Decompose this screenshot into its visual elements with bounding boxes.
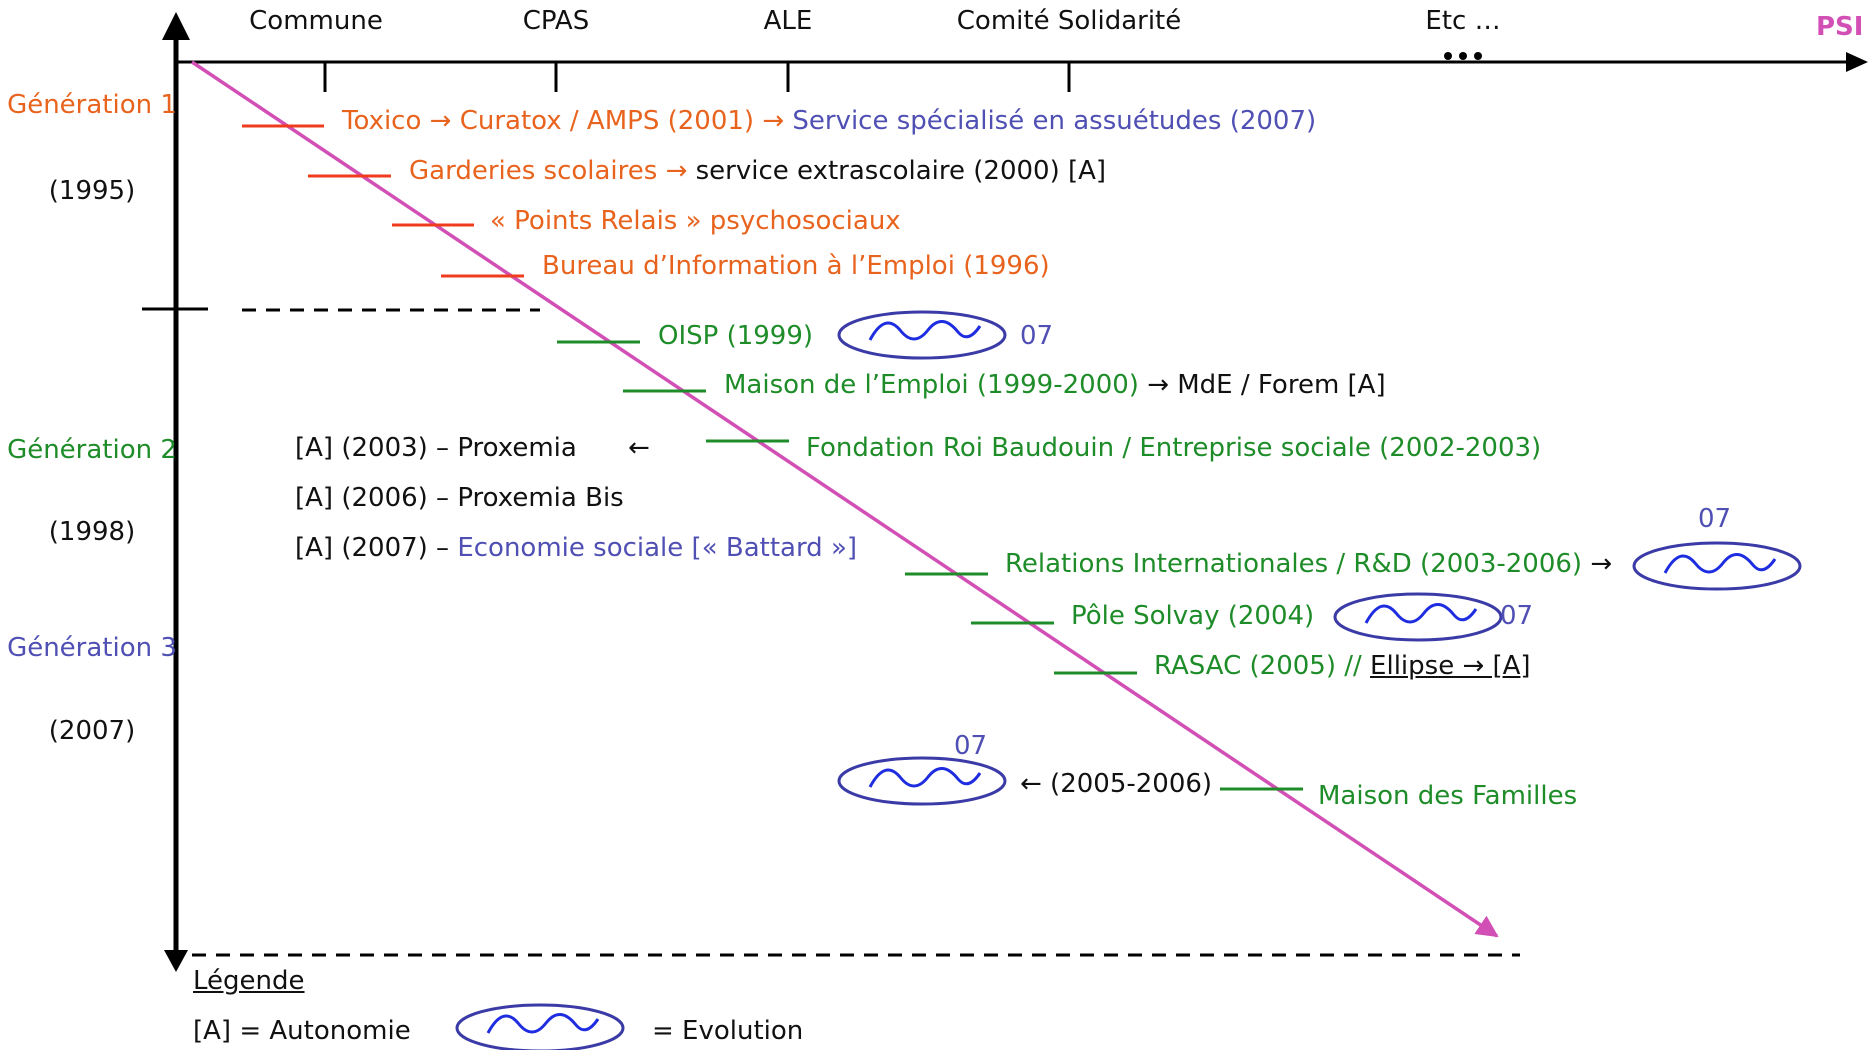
item-fondation: Fondation Roi Baudouin / Entreprise soci… [806, 433, 1542, 463]
item-maison-emploi-forem: → MdE / Forem [A] [1147, 370, 1386, 400]
generation-2-label: Génération 2 [7, 435, 177, 465]
generation-3-label: Génération 3 [7, 633, 177, 663]
psi-label: PSI [1816, 12, 1864, 42]
axis-label-cpas: CPAS [522, 6, 590, 36]
item-economie-label: Economie sociale [« Battard »] [457, 533, 858, 563]
horizontal-axis-arrow [1846, 52, 1868, 72]
item-toxico: Toxico → Curatox / AMPS (2001) → Service… [342, 106, 1316, 136]
legend-title: Légende [193, 966, 305, 996]
etc-dot [1459, 52, 1467, 60]
axis-label-commune: Commune [249, 6, 383, 36]
evolution-marker-oisp: 07 [1020, 321, 1054, 351]
item-toxico-path: Toxico → Curatox / AMPS (2001) → [342, 106, 793, 136]
vertical-axis-top-arrow [162, 12, 190, 40]
axis-label-comite: Comité Solidarité [956, 6, 1182, 36]
evolution-marker-relations: 07 [1698, 504, 1732, 534]
item-maison-familles-arrow: ← (2005-2006) [1020, 769, 1213, 799]
generation-1-label: Génération 1 [7, 90, 177, 120]
item-relations-label: Relations Internationales / R&D (2003-20… [1005, 549, 1591, 579]
axis-label-ale: ALE [763, 6, 813, 36]
evolution-ellipse-maison-familles [837, 756, 1007, 806]
item-proxemia-arrow: ← [628, 433, 650, 463]
item-garderies: Garderies scolaires → service extrascola… [409, 156, 1106, 186]
item-rasac-label: RASAC (2005) // [1154, 651, 1371, 681]
item-proxemia: [A] (2003) – Proxemia [295, 433, 577, 463]
item-maison-emploi: Maison de l’Emploi (1999-2000) → MdE / F… [724, 370, 1386, 400]
generation-1-year: (1995) [48, 176, 136, 206]
generation-3-year: (2007) [48, 716, 136, 746]
item-proxemia-bis: [A] (2006) – Proxemia Bis [295, 483, 624, 513]
evolution-marker-maison-familles: 07 [954, 731, 988, 761]
item-relations-arrow: → [1590, 549, 1613, 579]
item-economie-prefix: [A] (2007) – [295, 533, 458, 563]
generation-2-year: (1998) [48, 517, 136, 547]
item-bureau: Bureau d’Information à l’Emploi (1996) [542, 251, 1050, 281]
item-toxico-service: Service spécialisé en assuétudes (2007) [792, 106, 1317, 136]
item-oisp: OISP (1999) [658, 321, 814, 351]
item-relations: Relations Internationales / R&D (2003-20… [1005, 549, 1612, 579]
item-rasac: RASAC (2005) // Ellipse → [A] [1154, 651, 1531, 681]
item-maison-familles: Maison des Familles [1318, 781, 1578, 811]
item-garderies-path: Garderies scolaires → [409, 156, 696, 186]
item-pole-solvay: Pôle Solvay (2004) [1071, 601, 1315, 631]
legend-evolution: = Evolution [652, 1016, 804, 1046]
item-garderies-service: service extrascolaire (2000) [A] [695, 156, 1107, 186]
etc-dot [1474, 52, 1482, 60]
item-rasac-ellipse: Ellipse → [A] [1370, 651, 1531, 681]
evolution-ellipse-relations [1632, 541, 1802, 591]
item-points-relais: « Points Relais » psychosociaux [490, 206, 901, 236]
axis-label-etc: Etc … [1425, 6, 1501, 36]
item-maison-emploi-label: Maison de l’Emploi (1999-2000) [724, 370, 1148, 400]
item-economie: [A] (2007) – Economie sociale [« Battard… [295, 533, 857, 563]
vertical-axis-bottom-arrow [164, 950, 188, 972]
legend-autonomie: [A] = Autonomie [193, 1016, 411, 1046]
evolution-ellipse-pole-solvay [1333, 592, 1503, 642]
evolution-marker-pole-solvay: 07 [1500, 601, 1534, 631]
etc-dot [1444, 52, 1452, 60]
evolution-ellipse-legend [455, 1003, 625, 1050]
evolution-ellipse-oisp [837, 310, 1007, 360]
